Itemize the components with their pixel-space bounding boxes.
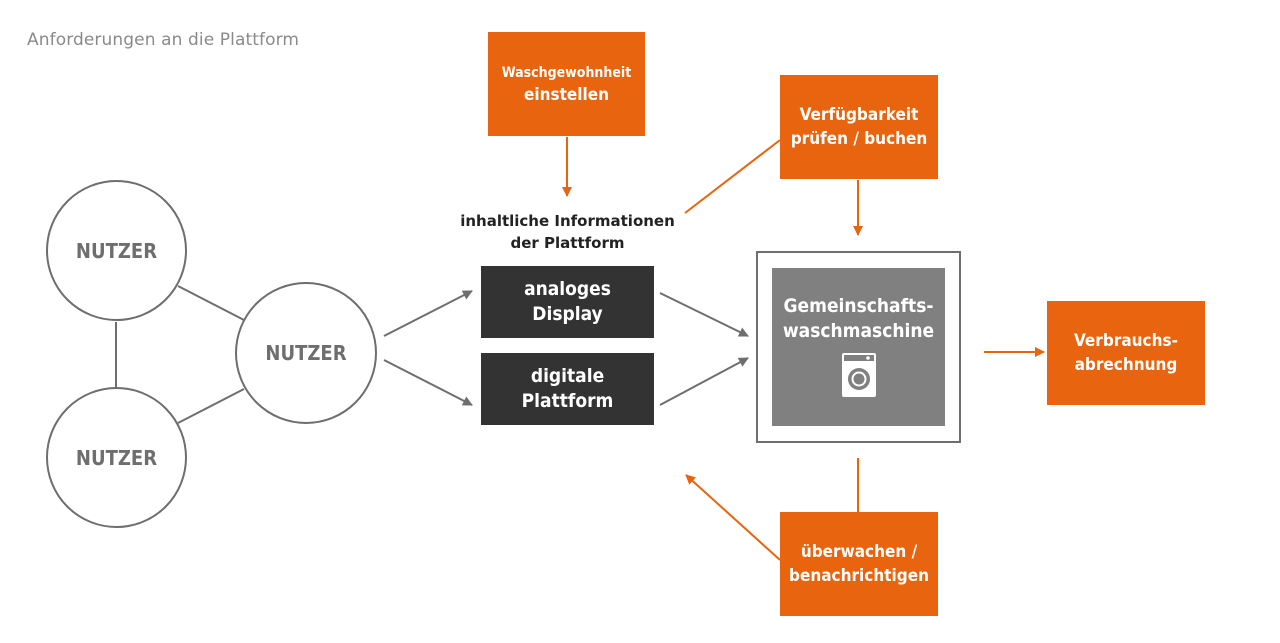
washing-machine-icon	[841, 353, 876, 397]
info-label-line1: inhaltliche Informationen	[460, 212, 675, 230]
monitor-line1: überwachen /	[800, 542, 918, 562]
wash-habit-box: Waschgewohnheit einstellen	[488, 32, 645, 136]
availability-line1: Verfügbarkeit	[799, 105, 919, 125]
availability-box: Verfügbarkeit prüfen / buchen	[780, 75, 938, 179]
user-node-top: NUTZER	[46, 180, 187, 321]
arrow-user-to-analog	[383, 290, 473, 337]
info-label-line2: der Plattform	[510, 234, 625, 252]
analog-display-line2: Display	[532, 303, 603, 325]
wash-habit-line2: einstellen	[523, 85, 610, 105]
diagram-title: Anforderungen an die Plattform	[27, 30, 300, 50]
user-link-bottom-right	[177, 388, 245, 424]
user-link-top-right	[177, 285, 245, 321]
digital-platform-line1: digitale	[530, 365, 605, 387]
line-availability-to-info	[684, 139, 781, 214]
machine-line2: waschmaschine	[782, 320, 935, 342]
digital-platform-box: digitale Plattform	[481, 353, 654, 425]
arrow-monitor-to-info	[685, 474, 781, 561]
analog-display-box: analoges Display	[481, 266, 654, 338]
machine-line1: Gemeinschafts-	[783, 295, 934, 317]
user-node-label: NUTZER	[75, 238, 158, 263]
content-information-label: inhaltliche Informationen der Plattform	[440, 210, 695, 254]
billing-line2: abrechnung	[1074, 355, 1178, 375]
arrow-digital-to-machine	[659, 357, 749, 406]
arrow-user-to-digital	[383, 359, 473, 406]
user-node-right: NUTZER	[235, 282, 377, 424]
billing-box: Verbrauchs- abrechnung	[1047, 301, 1205, 405]
monitor-notify-box: überwachen / benachrichtigen	[780, 512, 938, 616]
billing-line1: Verbrauchs-	[1074, 331, 1178, 351]
shared-washing-machine-box: Gemeinschafts- waschmaschine	[772, 268, 945, 426]
wash-habit-line1: Waschgewohnheit	[501, 65, 632, 81]
user-node-label: NUTZER	[75, 445, 158, 470]
arrow-analog-to-machine	[659, 292, 749, 337]
analog-display-line1: analoges	[524, 278, 611, 300]
user-node-label: NUTZER	[265, 341, 347, 365]
availability-line2: prüfen / buchen	[790, 129, 928, 149]
digital-platform-line2: Plattform	[521, 390, 614, 412]
user-node-bottom: NUTZER	[46, 387, 187, 528]
monitor-line2: benachrichtigen	[789, 566, 929, 586]
